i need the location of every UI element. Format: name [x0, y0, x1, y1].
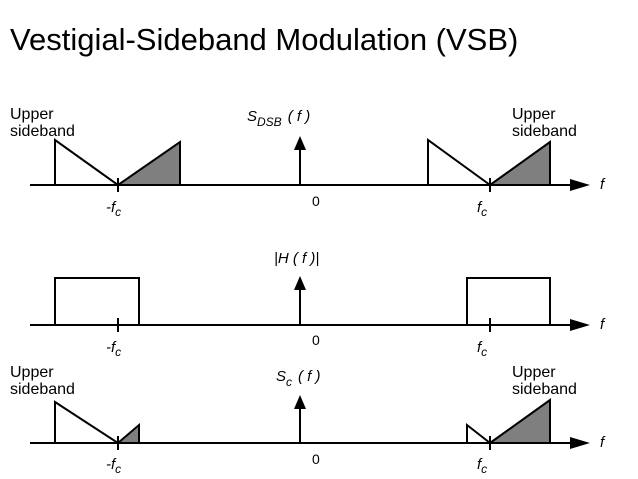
- frequency-axis-label: f: [600, 434, 606, 451]
- spectrum-argument: ( f ): [298, 368, 321, 385]
- upper-sideband-label-left-2: sideband: [10, 123, 75, 140]
- neg-upper-sideband: [54, 400, 122, 444]
- spectrum-label-vsb: Sc ( f ): [276, 368, 321, 389]
- dc-arrow-head: [294, 395, 306, 409]
- neg-fc-label: -fc: [106, 456, 121, 476]
- neg-vestige-shaded: [115, 422, 140, 444]
- filter-passband-negative: [54, 277, 140, 326]
- pos-vestige: [466, 422, 493, 444]
- frequency-axis-label: f: [600, 176, 606, 193]
- spectrum-argument: ( f ): [288, 108, 311, 125]
- upper-sideband-label-right-1: Upper: [512, 364, 556, 381]
- frequency-axis-label: f: [600, 316, 606, 333]
- frequency-axis-arrowhead: [570, 179, 590, 191]
- pos-fc-label: fc: [477, 199, 487, 219]
- upper-sideband-label-left-1: Upper: [10, 364, 54, 381]
- upper-sideband-label-left-2: sideband: [10, 381, 75, 398]
- zero-label: 0: [312, 193, 320, 209]
- dc-arrow-head: [294, 276, 306, 290]
- pos-upper-sideband-shaded: [486, 398, 551, 444]
- frequency-axis-arrowhead: [570, 437, 590, 449]
- spectrum-subscript: DSB: [257, 115, 282, 129]
- spectrum-subscript: c: [286, 375, 292, 389]
- pos-upper-sideband-shaded: [486, 140, 551, 186]
- panel-dsb-spectrum: f Upper sideband Upper sideband SDSB ( f …: [10, 106, 606, 219]
- spectrum-symbol: S: [247, 108, 257, 125]
- upper-sideband-label-right-2: sideband: [512, 123, 577, 140]
- zero-label: 0: [312, 451, 320, 467]
- pos-lower-sideband: [427, 138, 494, 186]
- neg-fc-label: -fc: [106, 339, 121, 359]
- panel-filter-response: f |H ( f )| -fc 0 fc: [30, 250, 606, 359]
- pos-fc-label: fc: [477, 456, 487, 476]
- panel-vsb-spectrum: f Upper sideband Upper sideband Sc( f ) …: [10, 364, 606, 476]
- dc-arrow-head: [294, 136, 306, 150]
- pos-fc-label: fc: [477, 339, 487, 359]
- slide-title: Vestigial-Sideband Modulation (VSB): [10, 22, 519, 57]
- upper-sideband-label-left-1: Upper: [10, 106, 54, 123]
- frequency-axis-arrowhead: [570, 319, 590, 331]
- filter-passband-positive: [466, 277, 551, 326]
- upper-sideband-label-right-2: sideband: [512, 381, 577, 398]
- neg-lower-sideband-shaded: [114, 140, 181, 186]
- spectrum-label-dsb: SDSB ( f ): [247, 108, 310, 129]
- spectrum-symbol: S: [276, 368, 286, 385]
- neg-fc-label: -fc: [106, 199, 121, 219]
- filter-label: |H ( f )|: [274, 250, 319, 267]
- upper-sideband-label-right-1: Upper: [512, 106, 556, 123]
- zero-label: 0: [312, 332, 320, 348]
- neg-upper-sideband: [54, 138, 122, 186]
